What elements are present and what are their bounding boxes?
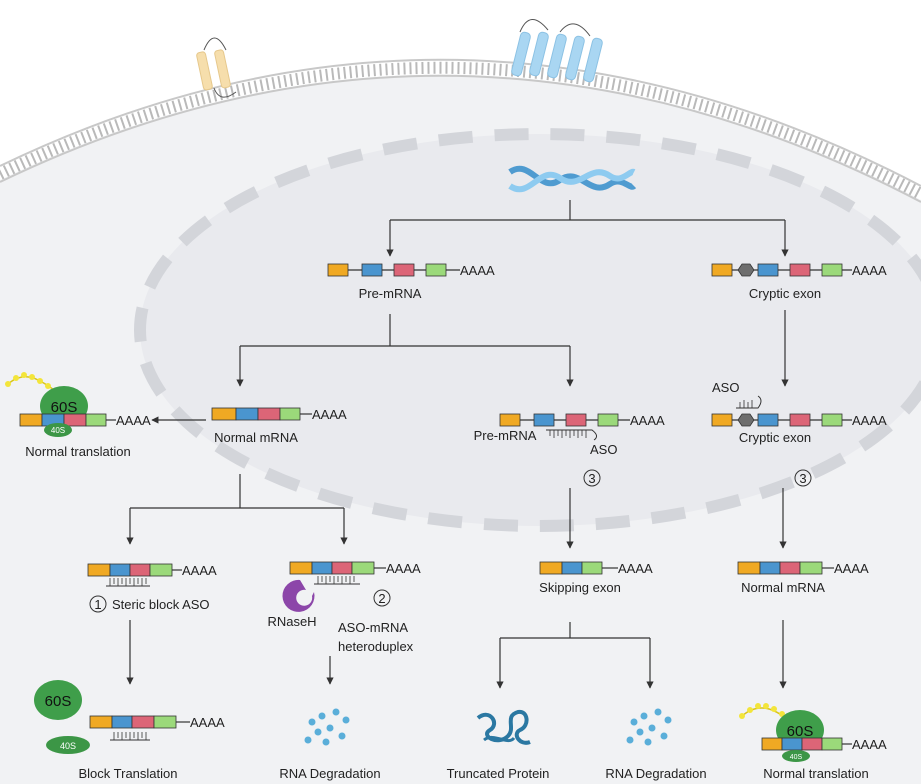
svg-text:60S: 60S: [787, 723, 814, 740]
cryptic-exon-icon: [737, 413, 755, 427]
cell-membrane-lipids: [0, 61, 921, 200]
degraded-fragments-icon: [626, 708, 672, 746]
membrane-channel-blue: [511, 19, 603, 83]
cryptic-exon-construct: AAAA Cryptic exon: [711, 263, 887, 301]
aso-strand: [736, 395, 762, 409]
skipping-exon-construct: AAAA Skipping exon: [539, 561, 653, 595]
poly-a-tail: AAAA: [630, 413, 665, 428]
poly-a-tail: AAAA: [386, 561, 421, 576]
svg-text:40S: 40S: [60, 741, 76, 751]
block-translation-label: Block Translation: [79, 766, 178, 781]
poly-a-tail: AAAA: [460, 263, 495, 278]
rna-degradation-2: RNA Degradation: [605, 708, 707, 781]
poly-a-tail: AAAA: [852, 413, 887, 428]
normal-translation-right: 60S 40S AAAA Normal translation: [739, 703, 887, 781]
nucleus: [134, 128, 921, 532]
aso-label-center: ASO: [590, 442, 617, 457]
svg-text:40S: 40S: [51, 426, 65, 435]
cell-membrane-inner: [0, 74, 921, 203]
rnaseh-enzyme-icon: [282, 579, 315, 612]
poly-a-tail: AAAA: [618, 561, 653, 576]
poly-a-tail: AAAA: [852, 737, 887, 752]
svg-text:60S: 60S: [45, 693, 72, 710]
rnaseh-label: RNaseH: [267, 614, 316, 629]
truncated-protein-label: Truncated Protein: [447, 766, 550, 781]
normal-mrna-construct: AAAA Normal mRNA: [211, 407, 347, 445]
pre-mrna-aso-label: Pre-mRNA: [474, 428, 537, 443]
poly-a-tail: AAAA: [182, 563, 217, 578]
cryptic-exon-label: Cryptic exon: [749, 286, 821, 301]
svg-text:60S: 60S: [51, 399, 78, 416]
steric-block-construct: AAAA 1 Steric block ASO: [87, 563, 217, 613]
rnaseh-construct: AAAA 2 RNaseH ASO-mRNA heteroduplex: [267, 561, 421, 654]
poly-a-tail: AAAA: [834, 561, 869, 576]
step-2-marker: [373, 589, 391, 607]
poly-a-tail: AAAA: [852, 263, 887, 278]
normal-mrna-label: Normal mRNA: [214, 430, 298, 445]
svg-text:40S: 40S: [790, 754, 803, 761]
dna-helix: [508, 165, 637, 193]
cryptic-exon-aso-construct: ASO AAAA Cryptic exon 3: [711, 380, 887, 487]
ribosome-40s: [44, 423, 72, 437]
ribosome-40s: [46, 736, 90, 754]
svg-text:2: 2: [378, 591, 385, 606]
truncated-protein-icon: [476, 709, 531, 745]
svg-text:3: 3: [588, 471, 595, 486]
normal-mrna-right-construct: AAAA Normal mRNA: [737, 561, 869, 595]
cryptic-exon-icon: [737, 263, 755, 277]
steric-block-label: Steric block ASO: [112, 597, 210, 612]
normal-mrna-right-label: Normal mRNA: [741, 580, 825, 595]
pre-mrna-aso-construct: AAAA Pre-mRNA ASO 3: [474, 413, 665, 487]
poly-a-tail: AAAA: [116, 413, 151, 428]
normal-translation-left-label: Normal translation: [25, 444, 131, 459]
poly-a-tail: AAAA: [312, 407, 347, 422]
heteroduplex-label-line2: heteroduplex: [338, 639, 414, 654]
step-3-marker: [794, 469, 812, 487]
pre-mrna-label: Pre-mRNA: [359, 286, 422, 301]
ribosome-40s: [782, 750, 810, 762]
nucleus-body: [140, 134, 921, 526]
aso-label-right: ASO: [712, 380, 739, 395]
truncated-protein: Truncated Protein: [447, 709, 550, 781]
rna-degradation-1: RNA Degradation: [279, 708, 381, 781]
skipping-exon-label: Skipping exon: [539, 580, 621, 595]
flow-arrows: [126, 200, 789, 689]
poly-a-tail: AAAA: [190, 715, 225, 730]
ribosome-60s: [34, 680, 82, 720]
aso-strand: [546, 429, 598, 441]
cryptic-exon-aso-label: Cryptic exon: [739, 430, 811, 445]
pre-mrna-construct: AAAA Pre-mRNA: [327, 263, 495, 301]
svg-text:1: 1: [94, 597, 101, 612]
cell-membrane-outer: [0, 58, 921, 187]
membrane-channel-yellow: [196, 37, 237, 98]
rna-degradation-1-label: RNA Degradation: [279, 766, 380, 781]
degraded-fragments-icon: [304, 708, 350, 746]
step-3-marker: [583, 469, 601, 487]
rna-degradation-2-label: RNA Degradation: [605, 766, 706, 781]
svg-text:3: 3: [799, 471, 806, 486]
block-translation: 60S 40S AAAA Block Translation: [34, 680, 225, 781]
nucleus-envelope: [134, 128, 921, 532]
step-1-marker: [89, 595, 107, 613]
heteroduplex-label-line1: ASO-mRNA: [338, 620, 408, 635]
normal-translation-left: 60S 40S AAAA Normal translation: [5, 372, 151, 459]
normal-translation-right-label: Normal translation: [763, 766, 869, 781]
